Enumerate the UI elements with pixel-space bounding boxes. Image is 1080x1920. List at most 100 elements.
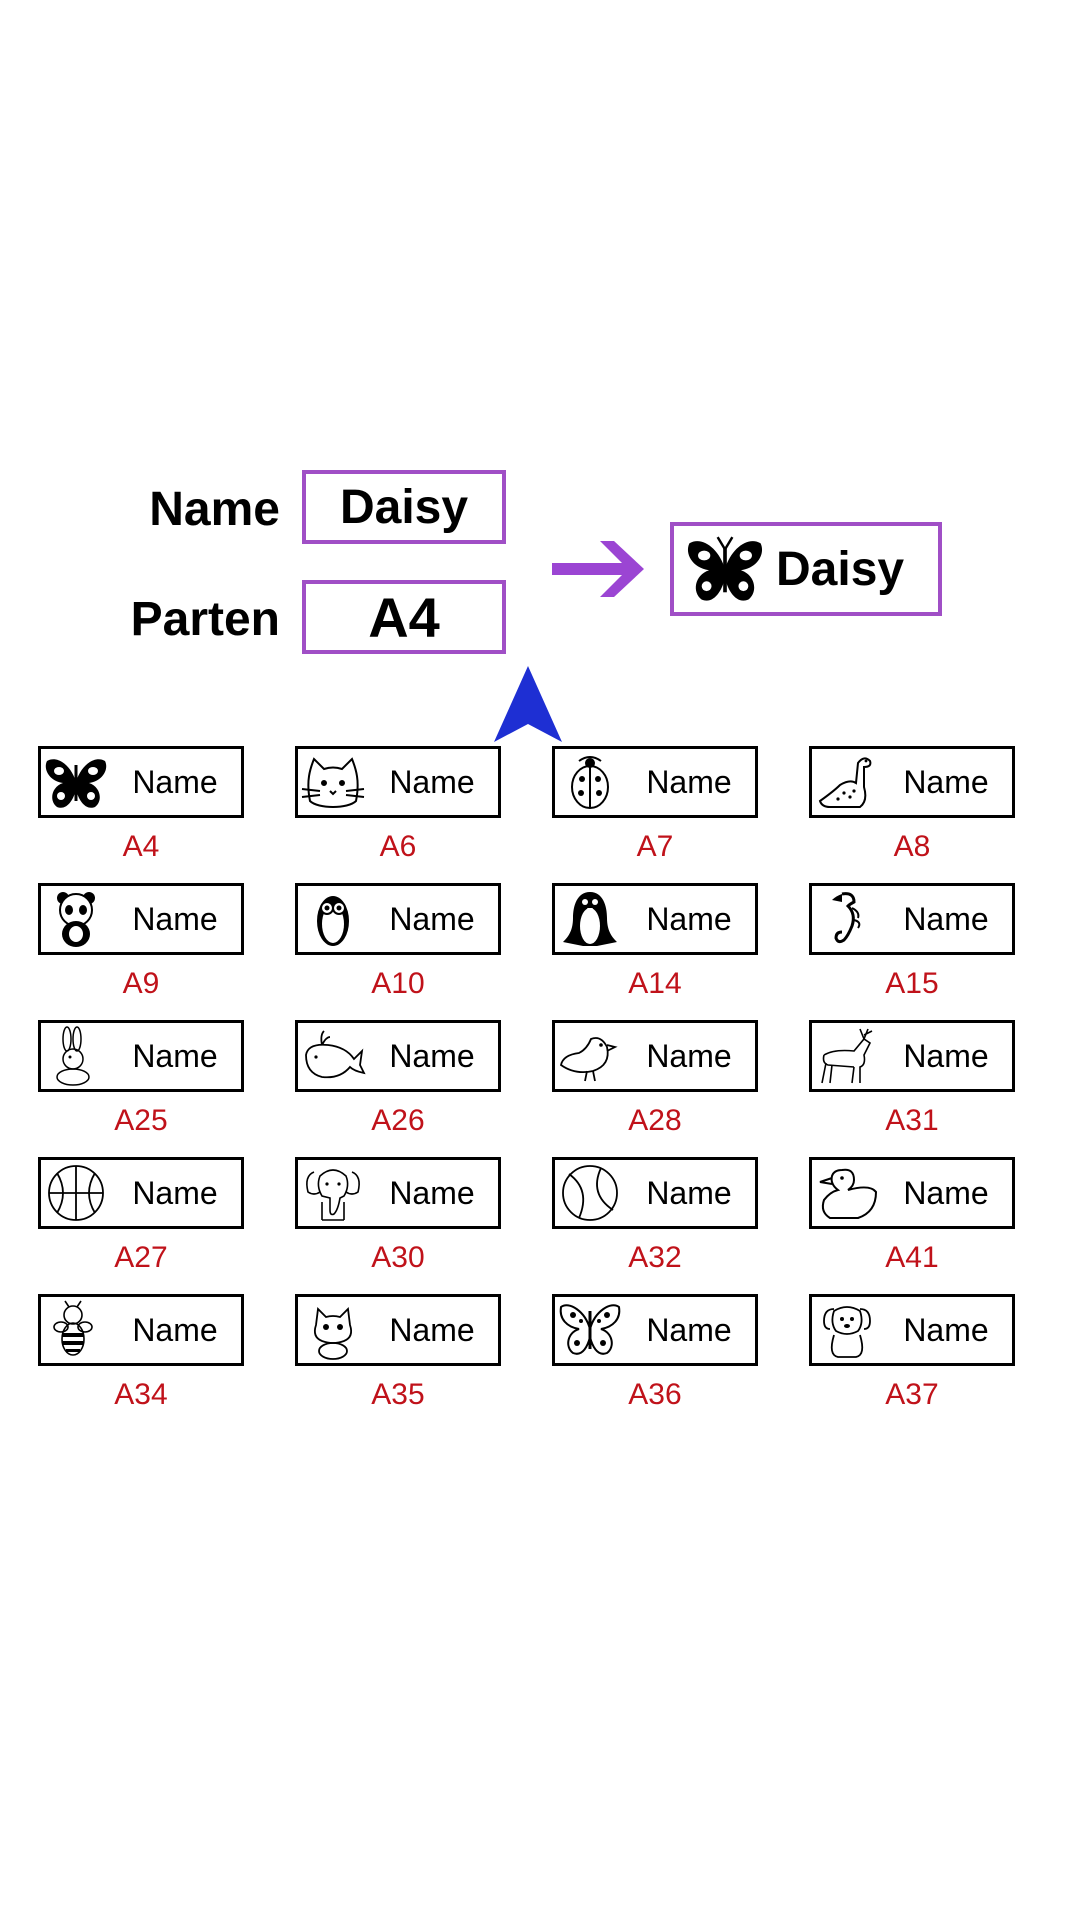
- label-preview: Name: [809, 746, 1015, 818]
- label-name-text: Name: [646, 1174, 732, 1211]
- label-name-text: Name: [903, 763, 989, 800]
- label-option-a41[interactable]: Name A41: [809, 1157, 1015, 1275]
- label-option-a6[interactable]: Name A6: [295, 746, 501, 864]
- butterfly-icon: [45, 759, 107, 808]
- label-option-a34[interactable]: Name A34: [38, 1294, 244, 1412]
- label-preview: Name: [552, 1294, 758, 1366]
- label-name-text: Name: [903, 1311, 989, 1348]
- label-option-a8[interactable]: Name A8: [809, 746, 1015, 864]
- name-label: Name: [149, 483, 280, 536]
- dinosaur-icon: [818, 757, 872, 808]
- pattern-label: Parten: [130, 593, 280, 646]
- pattern-code: A35: [371, 1378, 425, 1411]
- label-name-text: Name: [389, 763, 475, 800]
- panda-icon: [57, 892, 95, 947]
- rabbit-icon: [56, 1026, 90, 1086]
- label-option-a31[interactable]: Name A31: [809, 1020, 1015, 1138]
- label-preview: Name: [38, 1157, 244, 1229]
- pattern-code: A7: [636, 830, 674, 863]
- pattern-code: A34: [114, 1378, 168, 1411]
- basketball-icon: [48, 1165, 104, 1221]
- pattern-code: A10: [371, 967, 425, 1000]
- label-preview: Name: [552, 746, 758, 818]
- pattern-code: A37: [885, 1378, 939, 1411]
- ladybug-icon: [571, 756, 609, 809]
- label-name-text: Name: [903, 1174, 989, 1211]
- pattern-code: A26: [371, 1104, 425, 1137]
- label-option-a37[interactable]: Name A37: [809, 1294, 1015, 1412]
- label-preview: Name: [295, 1020, 501, 1092]
- label-option-a35[interactable]: Name A35: [295, 1294, 501, 1412]
- label-name-text: Name: [389, 1174, 475, 1211]
- label-name-text: Name: [903, 900, 989, 937]
- label-option-a27[interactable]: Name A27: [38, 1157, 244, 1275]
- pattern-code: A41: [885, 1241, 939, 1274]
- label-name-text: Name: [646, 1037, 732, 1074]
- butterfly-icon: [687, 536, 763, 601]
- label-preview: Name: [38, 1020, 244, 1092]
- label-pattern-grid: Name A4 Name A6: [38, 746, 1018, 1426]
- pattern-code: A31: [885, 1104, 939, 1137]
- pattern-code: A30: [371, 1241, 425, 1274]
- label-name-text: Name: [646, 1311, 732, 1348]
- label-preview: Name: [552, 1157, 758, 1229]
- label-name-text: Name: [646, 763, 732, 800]
- label-option-a15[interactable]: Name A15: [809, 883, 1015, 1001]
- duck-icon: [819, 1168, 878, 1219]
- pattern-code: A4: [122, 830, 160, 863]
- label-preview: Name: [552, 1020, 758, 1092]
- bird-icon: [560, 1037, 618, 1082]
- label-option-a7[interactable]: Name A7: [552, 746, 758, 864]
- pattern-code: A36: [628, 1378, 682, 1411]
- label-name-text: Name: [132, 763, 218, 800]
- pattern-code: A32: [628, 1241, 682, 1274]
- label-preview: Name: [38, 883, 244, 955]
- arrow-right-icon: [552, 541, 644, 597]
- pattern-code: A8: [893, 830, 931, 863]
- label-preview: Name: [809, 883, 1015, 955]
- label-option-a14[interactable]: Name A14: [552, 883, 758, 1001]
- owl-icon: [317, 896, 349, 946]
- label-option-a28[interactable]: Name A28: [552, 1020, 758, 1138]
- name-input[interactable]: Daisy: [302, 470, 506, 544]
- label-preview: Name: [809, 1294, 1015, 1366]
- seahorse-icon: [832, 892, 861, 944]
- label-option-a10[interactable]: Name A10: [295, 883, 501, 1001]
- label-preview: Name: [295, 1294, 501, 1366]
- label-name-text: Name: [132, 1311, 218, 1348]
- label-name-text: Name: [132, 900, 218, 937]
- label-preview: Name: [552, 883, 758, 955]
- pattern-input[interactable]: A4: [302, 580, 506, 654]
- label-preview: Name: [295, 1157, 501, 1229]
- label-option-a9[interactable]: Name A9: [38, 883, 244, 1001]
- label-name-text: Name: [132, 1174, 218, 1211]
- penguin-icon: [563, 892, 617, 946]
- pattern-code: A9: [122, 967, 160, 1000]
- label-preview: Name: [295, 883, 501, 955]
- pattern-code: A6: [379, 830, 417, 863]
- label-preview: Name: [295, 746, 501, 818]
- arrow-up-icon: [494, 666, 562, 742]
- preview-label: Daisy: [670, 522, 942, 616]
- cat-icon: [301, 757, 365, 808]
- label-option-a25[interactable]: Name A25: [38, 1020, 244, 1138]
- kitten-icon: [313, 1307, 353, 1360]
- label-option-a30[interactable]: Name A30: [295, 1157, 501, 1275]
- pattern-code: A25: [114, 1104, 168, 1137]
- label-name-text: Name: [646, 900, 732, 937]
- label-preview: Name: [809, 1020, 1015, 1092]
- label-preview: Name: [38, 746, 244, 818]
- label-name-text: Name: [389, 1037, 475, 1074]
- label-option-a32[interactable]: Name A32: [552, 1157, 758, 1275]
- pattern-code: A15: [885, 967, 939, 1000]
- label-name-text: Name: [903, 1037, 989, 1074]
- label-option-a4[interactable]: Name A4: [38, 746, 244, 864]
- whale-icon: [305, 1030, 366, 1079]
- label-option-a36[interactable]: Name A36: [552, 1294, 758, 1412]
- label-name-text: Name: [389, 1311, 475, 1348]
- tennis-ball-icon: [562, 1165, 618, 1221]
- bee-icon: [53, 1300, 93, 1356]
- label-preview: Name: [809, 1157, 1015, 1229]
- label-option-a26[interactable]: Name A26: [295, 1020, 501, 1138]
- pattern-code: A14: [628, 967, 682, 1000]
